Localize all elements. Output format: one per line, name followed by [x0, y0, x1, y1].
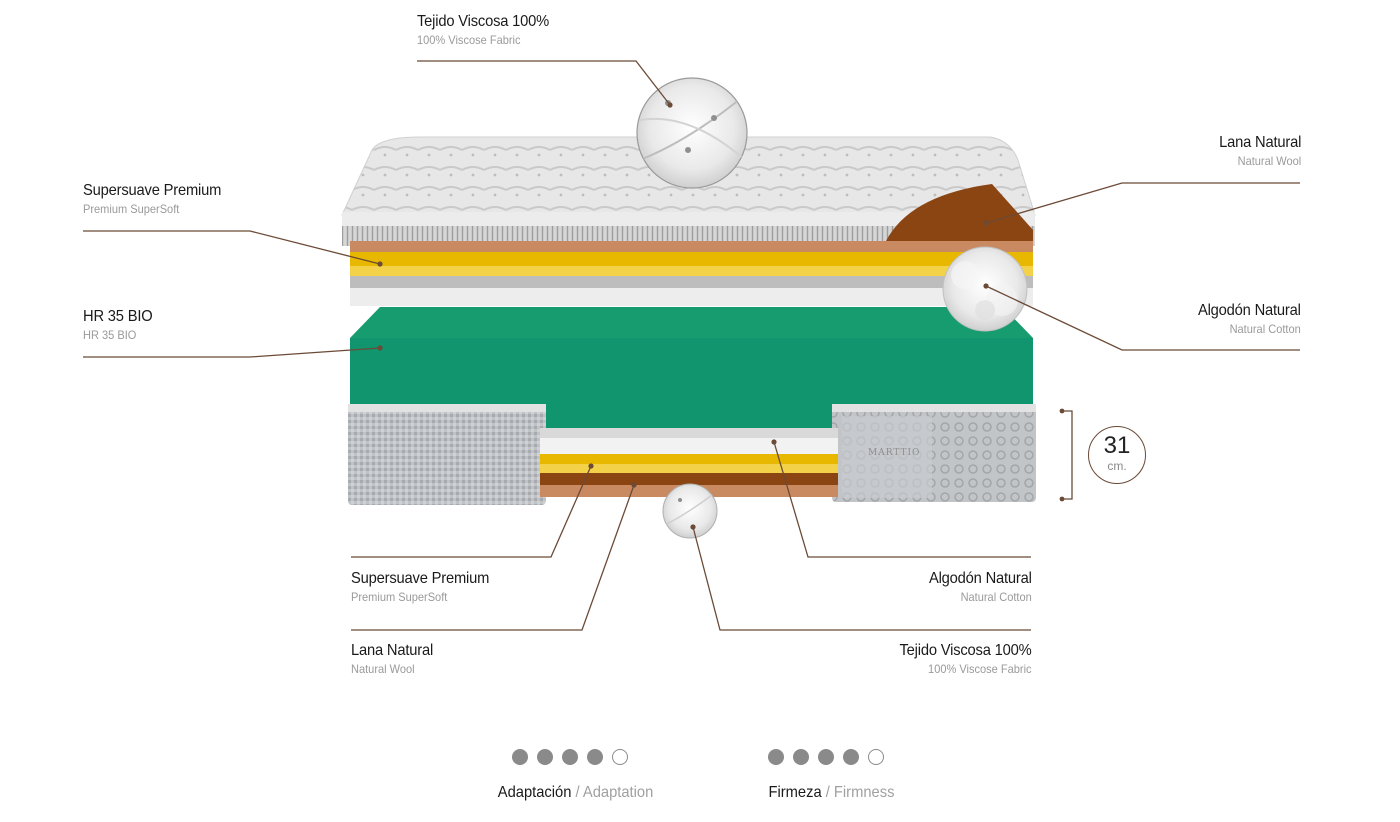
upper-layers	[350, 241, 1033, 306]
firmness-caption: Firmeza / Firmness	[768, 784, 894, 802]
label-bottom-cotton-es: Algodón Natural	[929, 570, 1032, 587]
firmness-label-es: Firmeza	[768, 784, 822, 801]
leader-dots	[377, 102, 1065, 530]
label-top-viscose-es: Tejido Viscosa 100%	[417, 13, 550, 30]
rating-dot-filled	[793, 749, 809, 765]
leader-lines	[83, 60, 1300, 631]
rating-dot-filled	[768, 749, 784, 765]
rating-dot-filled	[818, 749, 834, 765]
height-value: 31	[1103, 432, 1131, 459]
label-right-wool-en: Natural Wool	[1237, 154, 1301, 168]
firmness-dots	[768, 749, 884, 765]
label-top-viscose-en: 100% Viscose Fabric	[417, 33, 521, 47]
wool-cutout-layer	[886, 184, 1033, 241]
rating-dot-empty	[868, 749, 884, 765]
label-bottom-wool: Lana Natural Natural Wool	[351, 642, 440, 676]
label-bottom-supersoft-en: Premium SuperSoft	[351, 590, 448, 604]
adaptation-dots	[512, 749, 628, 765]
brand-mark: MARTTIO	[868, 448, 920, 458]
label-bottom-cotton-en: Natural Cotton	[960, 590, 1032, 604]
label-left-hr-es: HR 35 BIO	[83, 308, 153, 325]
viscose-small-zoom-circle	[662, 483, 718, 539]
adaptation-rating: Adaptación / Adaptation	[498, 749, 653, 801]
label-bottom-viscose: Tejido Viscosa 100% 100% Viscose Fabric	[888, 642, 1033, 676]
label-right-wool: Lana Natural Natural Wool	[1212, 134, 1301, 168]
label-bottom-viscose-en: 100% Viscose Fabric	[928, 662, 1033, 676]
label-right-cotton-en: Natural Cotton	[1229, 322, 1301, 336]
label-bottom-supersoft-es: Supersuave Premium	[351, 570, 490, 587]
rating-dot-empty	[612, 749, 628, 765]
cotton-zoom-circle	[942, 246, 1028, 332]
label-bottom-viscose-es: Tejido Viscosa 100%	[899, 642, 1032, 659]
label-bottom-cotton: Algodón Natural Natural Cotton	[920, 570, 1032, 604]
adaptation-caption: Adaptación / Adaptation	[498, 784, 654, 802]
firmness-rating: Firmeza / Firmness	[768, 749, 894, 801]
rating-dot-filled	[512, 749, 528, 765]
viscose-zoom-circle	[636, 77, 748, 189]
label-top-viscose: Tejido Viscosa 100% 100% Viscose Fabric	[417, 13, 561, 47]
base-block: MARTTIO	[348, 404, 1036, 505]
label-right-cotton: Algodón Natural Natural Cotton	[1189, 302, 1301, 336]
label-left-supersoft: Supersuave Premium Premium SuperSoft	[83, 182, 233, 216]
label-right-cotton-es: Algodón Natural	[1198, 302, 1301, 319]
adaptation-label-es: Adaptación	[497, 784, 572, 801]
label-bottom-wool-es: Lana Natural	[351, 642, 434, 659]
label-left-supersoft-es: Supersuave Premium	[83, 182, 222, 199]
firmness-label-en: Firmness	[833, 784, 895, 801]
label-left-hr-en: HR 35 BIO	[83, 328, 137, 342]
height-badge: 31 cm.	[1088, 426, 1146, 484]
label-left-supersoft-en: Premium SuperSoft	[83, 202, 180, 216]
rating-dot-filled	[537, 749, 553, 765]
label-left-hr: HR 35 BIO HR 35 BIO	[83, 308, 159, 342]
height-unit: cm.	[1107, 459, 1127, 473]
adaptation-label-en: Adaptation	[582, 784, 654, 801]
label-right-wool-es: Lana Natural	[1218, 134, 1301, 151]
label-bottom-wool-en: Natural Wool	[351, 662, 415, 676]
adaptation-separator: /	[571, 784, 583, 801]
rating-dot-filled	[587, 749, 603, 765]
firmness-separator: /	[821, 784, 834, 801]
label-bottom-supersoft: Supersuave Premium Premium SuperSoft	[351, 570, 501, 604]
rating-dot-filled	[562, 749, 578, 765]
rating-dot-filled	[843, 749, 859, 765]
